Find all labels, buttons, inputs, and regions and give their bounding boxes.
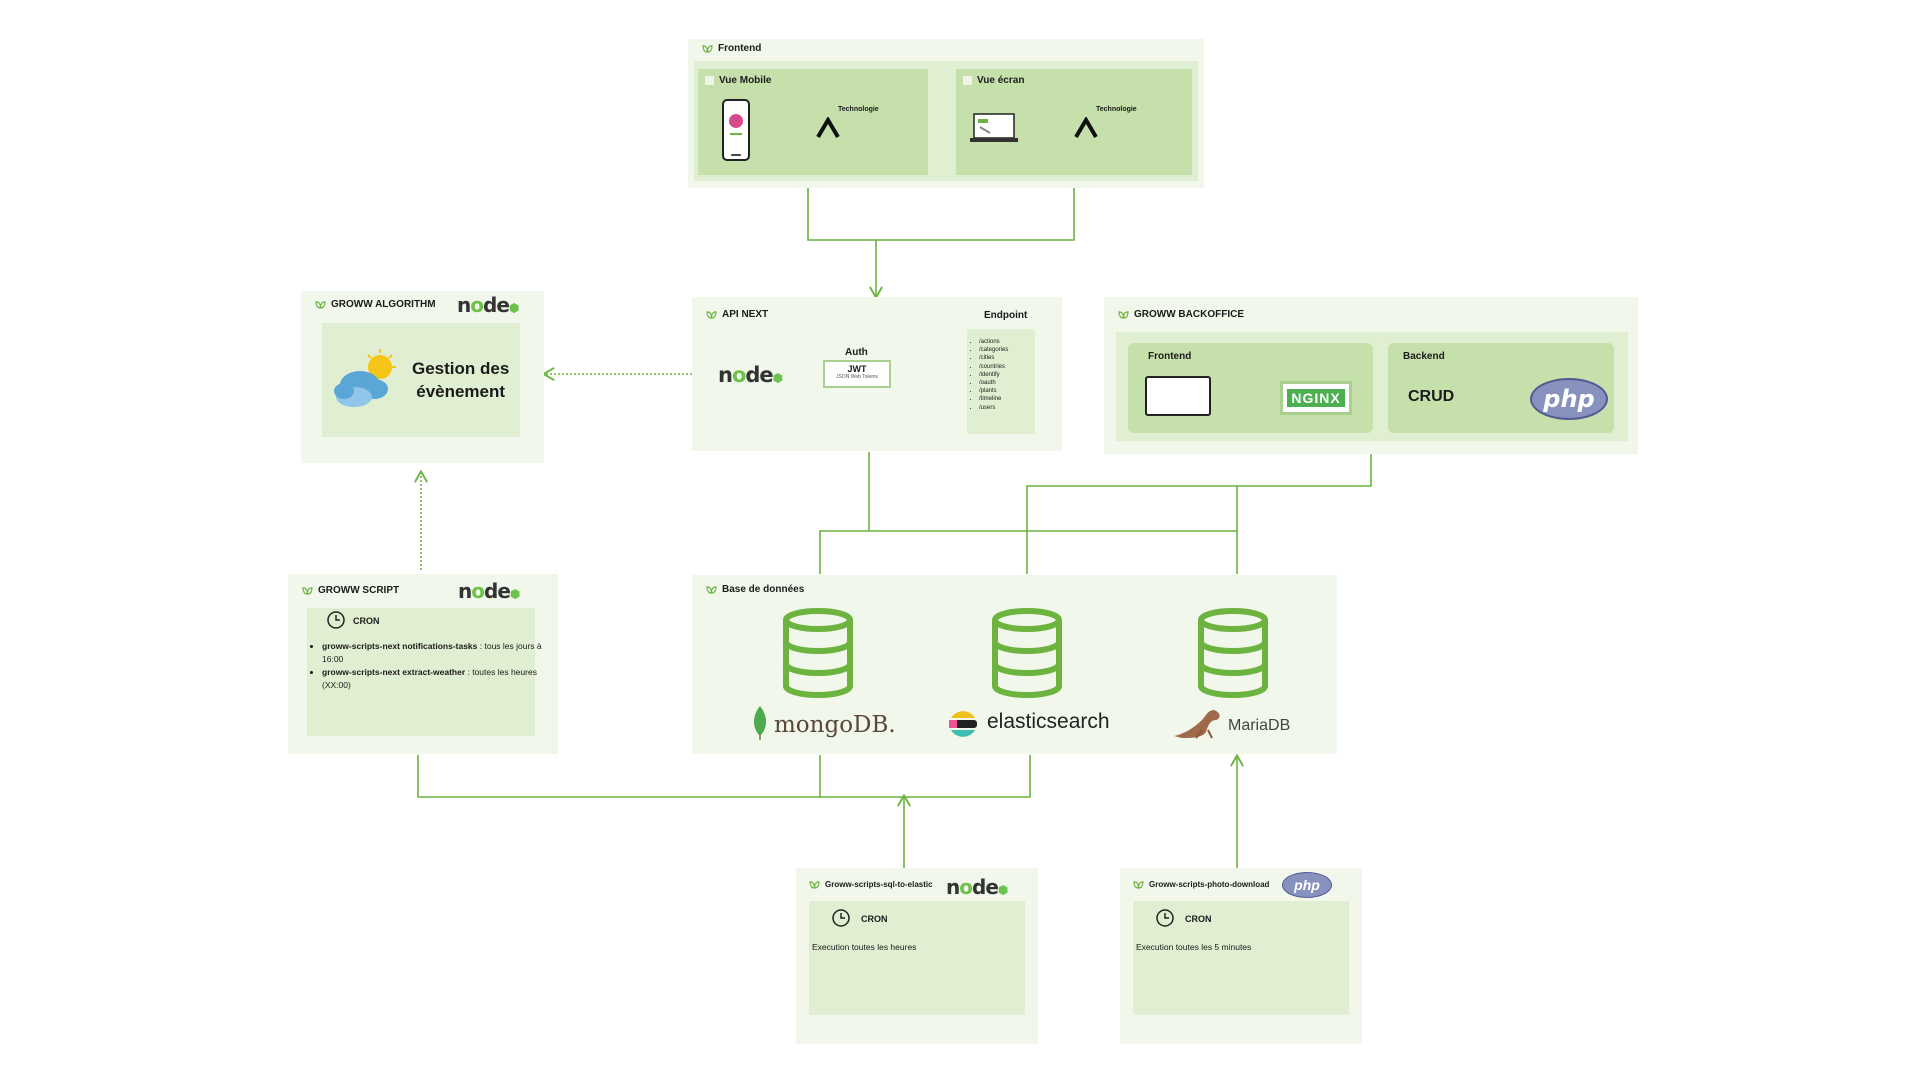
list-item: groww-scripts-next notifications-tasks :…	[322, 640, 542, 666]
php-logo: php	[1282, 872, 1332, 898]
next-logo-icon	[1074, 117, 1098, 139]
database-title: Base de données	[706, 584, 804, 595]
endpoint-item: /cities	[979, 354, 1035, 362]
vue-mobile-title: Vue Mobile	[705, 75, 771, 86]
photo-download-desc: Execution toutes les 5 minutes	[1136, 942, 1252, 952]
mongodb-leaf-icon	[754, 706, 766, 740]
clock-icon	[1156, 909, 1174, 927]
database-icon	[783, 608, 853, 698]
backoffice-backend-label: Backend	[1403, 351, 1445, 362]
sql-to-elastic-desc: Execution toutes les heures	[812, 942, 917, 952]
frontend-panel: Frontend Vue Mobile Technologie Vue écra…	[688, 39, 1204, 188]
node-logo: node⬢	[946, 875, 1008, 899]
backoffice-frontend-label: Frontend	[1148, 351, 1192, 362]
database-icon	[1198, 608, 1268, 698]
mobile-tech-label: Technologie	[838, 106, 879, 113]
cloud-sun-icon	[334, 349, 396, 407]
endpoint-item: /oauth	[979, 379, 1035, 387]
endpoint-title: Endpoint	[984, 310, 1028, 321]
jwt-box: JWT JSON Web Tokens	[823, 360, 891, 388]
desktop-icon	[963, 76, 972, 85]
elasticsearch-icon	[949, 711, 977, 737]
endpoint-item: /timeline	[979, 395, 1035, 403]
backoffice-title: GROWW BACKOFFICE	[1118, 309, 1244, 320]
endpoint-item: /plants	[979, 387, 1035, 395]
mongodb-label: mongoDB.	[774, 712, 896, 738]
mariadb-label: MariaDB	[1228, 717, 1291, 734]
vue-ecran-panel: Vue écran Technologie	[956, 69, 1192, 175]
algorithm-panel: GROWW ALGORITHM node⬢ Gestion des évènem…	[301, 291, 544, 463]
algorithm-title: GROWW ALGORITHM	[315, 299, 436, 310]
endpoint-item: /actions	[979, 338, 1035, 346]
endpoint-items: /actions/categories/cities/countries/ide…	[967, 338, 1035, 412]
leaf-icon	[302, 587, 313, 595]
script-title: GROWW SCRIPT	[302, 585, 399, 596]
node-logo: node⬢	[718, 363, 783, 387]
api-title: API NEXT	[706, 309, 768, 320]
sql-to-elastic-title: Groww-scripts-sql-to-elastic	[809, 880, 933, 889]
node-logo: node⬢	[458, 579, 520, 603]
sql-to-elastic-inner: CRON Execution toutes les heures	[809, 901, 1025, 1015]
elasticsearch-label: elasticsearch	[987, 710, 1110, 733]
database-icon	[992, 608, 1062, 698]
endpoint-item: /categories	[979, 346, 1035, 354]
leaf-icon	[706, 311, 717, 319]
endpoint-item: /identify	[979, 371, 1035, 379]
vue-ecran-title: Vue écran	[963, 75, 1024, 86]
script-panel: GROWW SCRIPT node⬢ CRON groww-scripts-ne…	[288, 574, 558, 754]
node-logo: node⬢	[457, 293, 519, 317]
monitor-icon	[1145, 376, 1211, 416]
script-items: groww-scripts-next notifications-tasks :…	[310, 640, 542, 692]
nginx-logo: NGINX	[1280, 381, 1352, 415]
clock-icon	[832, 909, 850, 927]
leaf-icon	[706, 586, 717, 594]
backoffice-panel: GROWW BACKOFFICE Frontend NGINX Backend …	[1104, 297, 1638, 454]
algorithm-label: Gestion des évènement	[412, 359, 510, 401]
endpoint-item: /countries	[979, 363, 1035, 371]
photo-download-inner: CRON Execution toutes les 5 minutes	[1133, 901, 1349, 1015]
leaf-icon	[1133, 881, 1144, 889]
backoffice-frontend-panel: Frontend NGINX	[1128, 343, 1373, 433]
backoffice-backend-panel: Backend CRUD php	[1388, 343, 1614, 433]
endpoint-list: /actions/categories/cities/countries/ide…	[967, 329, 1035, 434]
photo-download-title: Groww-scripts-photo-download	[1133, 880, 1269, 889]
frontend-title: Frontend	[702, 43, 761, 54]
mobile-icon	[705, 76, 714, 85]
cron-label: CRON	[353, 616, 380, 626]
mariadb-seal-icon	[1174, 710, 1220, 739]
phone-icon	[722, 99, 750, 161]
endpoint-item: /users	[979, 404, 1035, 412]
next-logo-icon	[816, 117, 840, 139]
photo-download-panel: Groww-scripts-photo-download php CRON Ex…	[1120, 868, 1362, 1044]
leaf-icon	[702, 45, 713, 53]
database-panel: Base de données mongoDB. elasticsearch M…	[692, 575, 1337, 754]
list-item: groww-scripts-next extract-weather : tou…	[322, 666, 542, 692]
script-inner: CRON groww-scripts-next notifications-ta…	[307, 608, 542, 736]
auth-label: Auth	[845, 347, 868, 358]
cron-label: CRON	[861, 914, 888, 924]
leaf-icon	[315, 301, 326, 309]
laptop-icon	[970, 113, 1018, 142]
desktop-tech-label: Technologie	[1096, 106, 1137, 113]
api-panel: API NEXT node⬢ Auth JWT JSON Web Tokens …	[692, 297, 1062, 451]
algorithm-inner: Gestion des évènement	[322, 323, 520, 437]
leaf-icon	[809, 881, 820, 889]
clock-icon	[327, 611, 345, 629]
vue-mobile-panel: Vue Mobile Technologie	[698, 69, 928, 175]
cron-label: CRON	[1185, 914, 1212, 924]
leaf-icon	[1118, 311, 1129, 319]
php-logo: php	[1530, 378, 1608, 420]
sql-to-elastic-panel: Groww-scripts-sql-to-elastic node⬢ CRON …	[796, 868, 1038, 1044]
crud-label: CRUD	[1408, 388, 1455, 405]
